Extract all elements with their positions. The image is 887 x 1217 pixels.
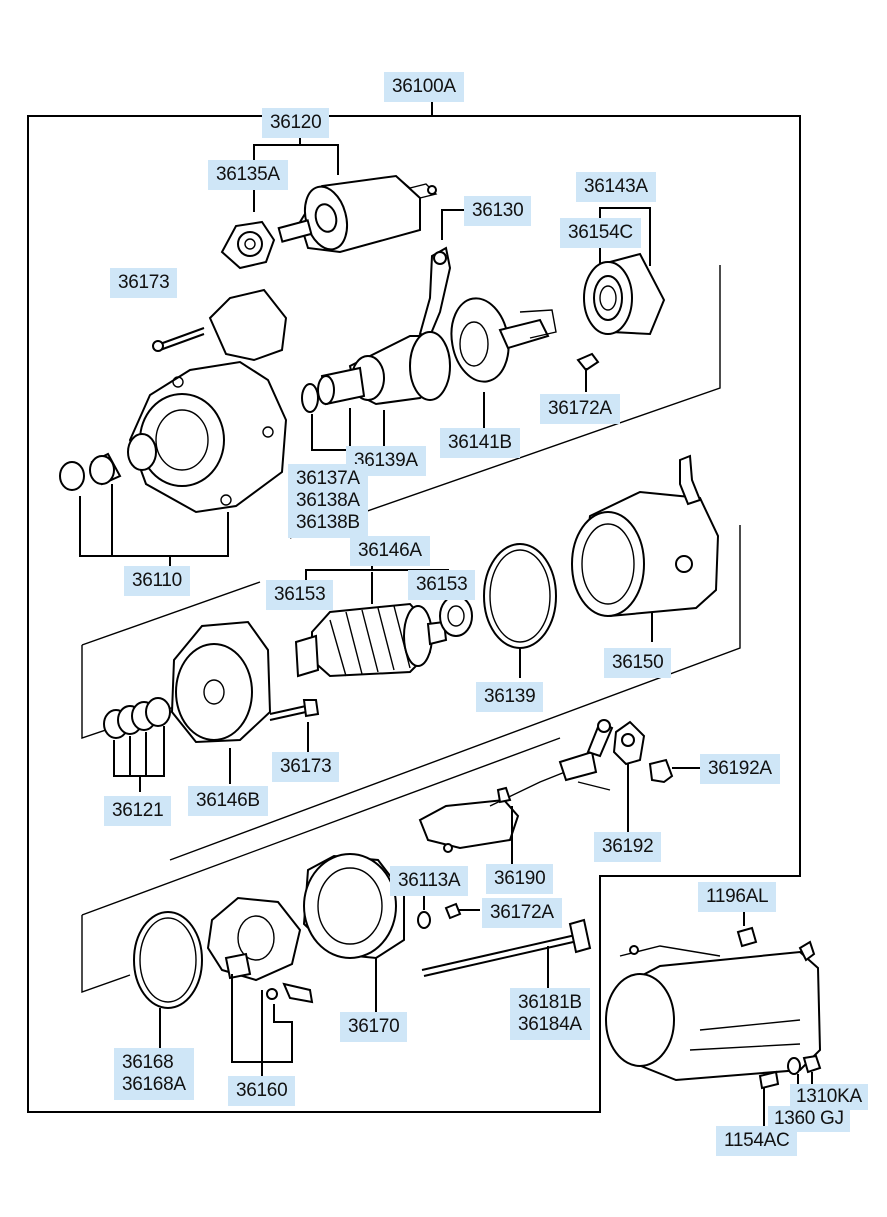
panel-divider-6	[81, 737, 561, 916]
label-36100A: 36100A	[384, 72, 464, 102]
label-36120: 36120	[262, 108, 330, 138]
bearing-36153-right	[439, 595, 473, 637]
label-36137A-group: 36137A 36138A 36138B	[288, 464, 368, 538]
label-36121: 36121	[104, 796, 172, 826]
label-36110: 36110	[124, 566, 190, 596]
label-36181B-group: 36181B 36184A	[510, 988, 590, 1040]
label-36181B: 36181B	[518, 992, 582, 1013]
o-ring-36139	[483, 543, 557, 649]
label-36173-mid: 36173	[272, 752, 340, 782]
stop-ring-36137A	[301, 383, 319, 413]
washer-36113A	[417, 911, 431, 929]
lead-wire-36190	[418, 719, 614, 853]
label-36138B: 36138B	[296, 512, 360, 533]
label-36170: 36170	[340, 1012, 408, 1042]
end-frame-36146B	[170, 620, 272, 744]
label-1196AL: 1196AL	[698, 882, 777, 912]
label-36168: 36168	[122, 1052, 174, 1073]
bolt-36173-mid	[269, 699, 320, 721]
brush-holder-36160	[206, 896, 314, 1004]
assembly-frame	[27, 115, 801, 1113]
label-36173-top: 36173	[110, 268, 178, 298]
panel-divider-1	[289, 265, 721, 539]
starter-assembly-view	[605, 926, 822, 1090]
label-36146B: 36146B	[188, 786, 268, 816]
label-36172A-bottom: 36172A	[482, 898, 562, 928]
label-36154C: 36154C	[560, 218, 641, 248]
label-36135A: 36135A	[208, 160, 288, 190]
label-36138A: 36138A	[296, 490, 360, 511]
label-36168-group: 36168 36168A	[114, 1048, 194, 1100]
leader-36137A	[311, 408, 351, 451]
label-36192A: 36192A	[700, 754, 780, 784]
drive-lever-36130	[418, 246, 452, 338]
overrunning-clutch-36139A	[317, 331, 451, 406]
through-bolt-36181B	[421, 918, 592, 977]
label-36146A: 36146A	[350, 536, 430, 566]
drive-end-frame	[127, 288, 288, 514]
label-36184A: 36184A	[518, 1014, 582, 1035]
label-36139: 36139	[476, 682, 544, 712]
gear-assembly-36141B	[450, 297, 557, 383]
yoke-36150	[571, 454, 720, 618]
leader-36160	[231, 974, 293, 1076]
leader-36130	[441, 209, 474, 240]
label-36153-left: 36153	[266, 580, 334, 610]
label-36153-right: 36153	[408, 570, 476, 600]
panel-divider-4	[169, 525, 741, 861]
panel-divider-2	[81, 581, 261, 646]
bearing-36143A	[583, 252, 666, 336]
bushing-36110	[59, 452, 122, 491]
leader-36121	[113, 726, 165, 792]
o-ring-36168	[133, 911, 203, 1009]
terminal-36192	[612, 720, 646, 766]
label-1154AC: 1154AC	[716, 1126, 798, 1156]
panel-divider-5	[81, 915, 131, 993]
label-36130: 36130	[464, 196, 532, 226]
bolt-36172A-top	[576, 352, 600, 392]
plunger-36135A	[220, 220, 276, 270]
washers-36121	[103, 697, 171, 739]
label-36113A: 36113A	[390, 866, 469, 896]
bolt-36172A-bottom	[444, 902, 480, 920]
label-36141B: 36141B	[440, 428, 520, 458]
label-36190: 36190	[486, 864, 554, 894]
label-1310KA: 1310KA	[790, 1084, 868, 1110]
rear-cover-36170	[302, 853, 405, 960]
label-36150: 36150	[604, 648, 672, 678]
label-36192: 36192	[594, 832, 662, 862]
armature-36146A	[294, 602, 448, 678]
bolt-36173-top	[152, 327, 205, 352]
label-36143A: 36143A	[576, 172, 656, 202]
label-36168A: 36168A	[122, 1074, 186, 1095]
label-36137A: 36137A	[296, 468, 360, 489]
label-36160: 36160	[228, 1076, 296, 1106]
solenoid-switch	[277, 174, 438, 254]
label-36172A-top: 36172A	[540, 394, 620, 424]
cap-36192A	[648, 758, 674, 784]
